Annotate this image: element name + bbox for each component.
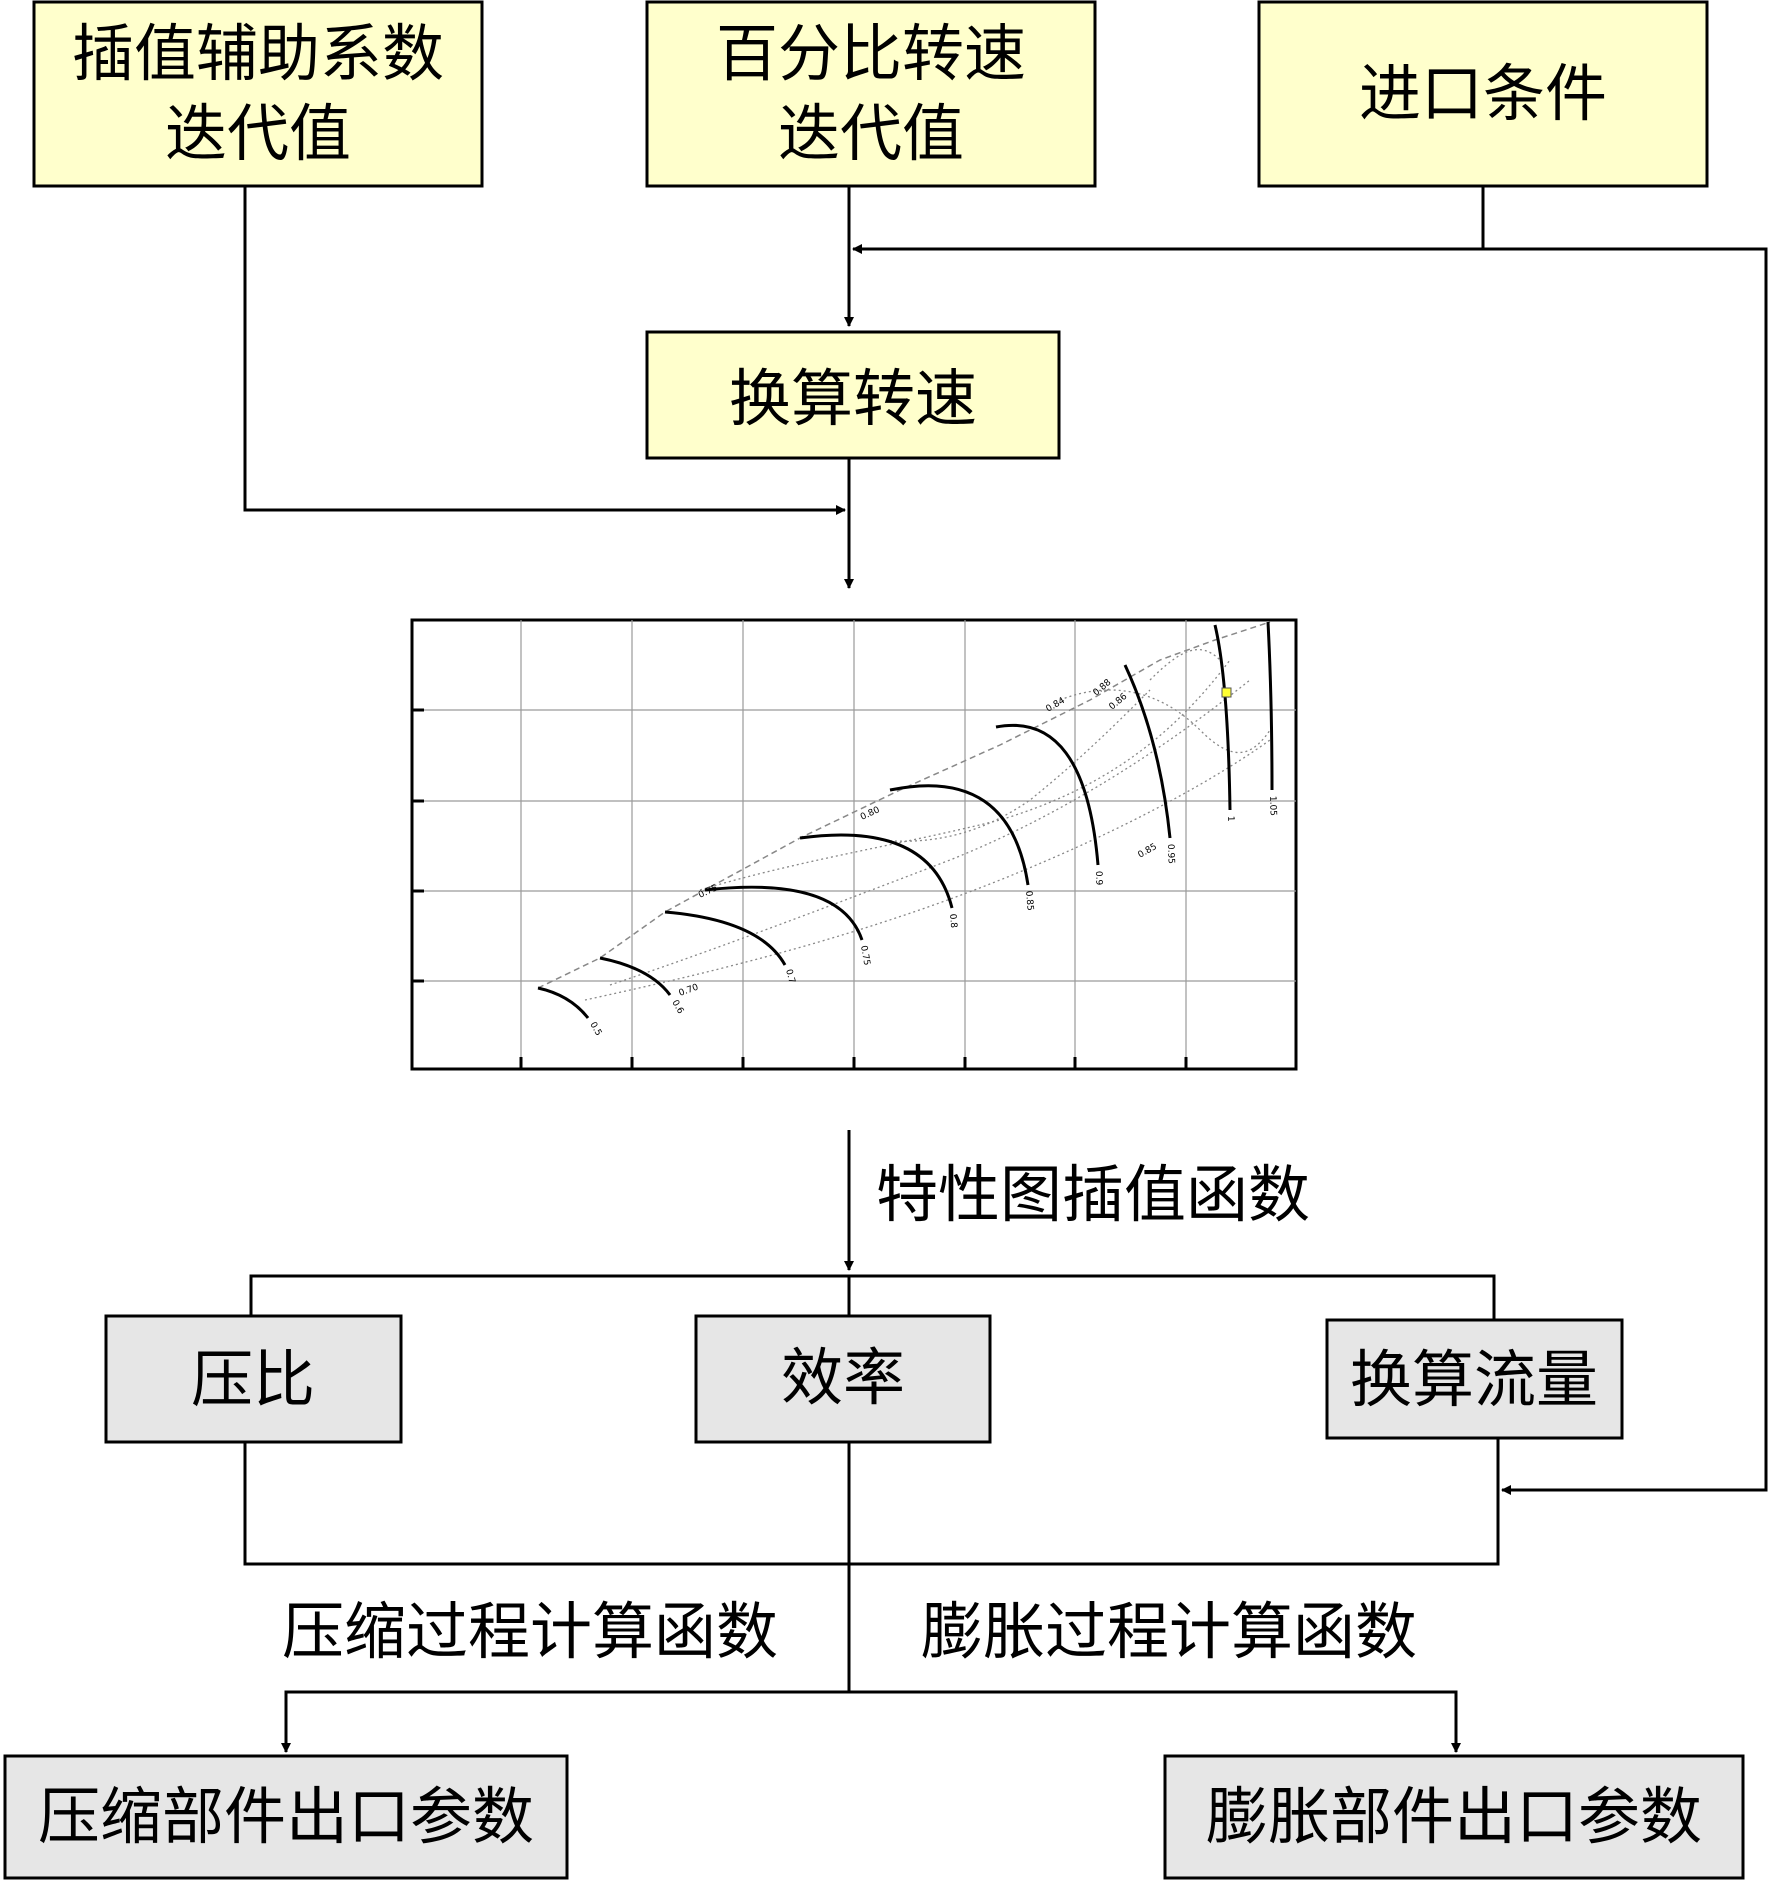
speed-label-0.8: 0.8 bbox=[947, 913, 958, 928]
corrected-flow-box: 换算流量 bbox=[1325, 1318, 1624, 1440]
efficiency-contours bbox=[584, 649, 1271, 1001]
speed-line-0.75 bbox=[704, 885, 864, 941]
middle-connectors bbox=[249, 1130, 1496, 1320]
interp-coeff-box: 插值辅助系数 迭代值 bbox=[32, 0, 484, 188]
speed-line-1 bbox=[1213, 624, 1232, 811]
speed-label-0.95: 0.95 bbox=[1165, 844, 1176, 864]
speed-line-0.95 bbox=[1123, 664, 1172, 839]
speed-label-0.7: 0.7 bbox=[783, 968, 796, 984]
speed-line-0.6 bbox=[599, 956, 672, 996]
expansion-calc-function-label: 膨胀过程计算函数 bbox=[921, 1595, 1417, 1668]
map-interp-function-label: 特性图插值函数 bbox=[876, 1158, 1310, 1231]
surge-line bbox=[537, 621, 1271, 989]
eff-contour-4 bbox=[879, 689, 1151, 842]
chart-ticks bbox=[412, 708, 1188, 1069]
speed-line-1.05 bbox=[1266, 621, 1274, 791]
speed-line-0.9 bbox=[995, 723, 1100, 866]
speed-line-0.7 bbox=[664, 910, 787, 966]
compression-output-box: 压缩部件出口参数 bbox=[3, 1754, 569, 1880]
speed-label-0.85: 0.85 bbox=[1023, 890, 1035, 911]
eff-contour-2 bbox=[609, 679, 1251, 986]
speed-lines bbox=[537, 621, 1274, 1019]
bottom-connectors bbox=[243, 1438, 1500, 1753]
speed-line-0.85 bbox=[889, 784, 1030, 886]
efficiency-box: 效率 bbox=[694, 1314, 992, 1444]
speed-pct-line2: 迭代值 bbox=[778, 97, 964, 170]
speed-pct-box: 百分比转速 迭代值 bbox=[645, 0, 1097, 188]
speed-line-0.8 bbox=[799, 833, 954, 909]
operating-point-marker bbox=[1221, 687, 1232, 698]
top-connectors bbox=[243, 186, 1768, 1495]
speed-label-0.75: 0.75 bbox=[858, 945, 871, 966]
expansion-output-label: 膨胀部件出口参数 bbox=[1206, 1780, 1702, 1853]
speed-label-1: 1 bbox=[1225, 816, 1235, 822]
efficiency-label: 效率 bbox=[781, 1341, 905, 1414]
chart-grid bbox=[412, 620, 1296, 1069]
interp-coeff-line2: 迭代值 bbox=[165, 97, 351, 170]
compression-output-label: 压缩部件出口参数 bbox=[38, 1780, 534, 1853]
corrected-speed-label: 换算转速 bbox=[729, 362, 977, 435]
inlet-conditions-label: 进口条件 bbox=[1359, 57, 1607, 130]
speed-label-0.9: 0.9 bbox=[1093, 871, 1104, 886]
eff-contour-5 bbox=[1059, 689, 1271, 754]
compression-calc-function-label: 压缩过程计算函数 bbox=[282, 1595, 778, 1668]
corrected-speed-box: 换算转速 bbox=[645, 330, 1061, 460]
compressor-map-chart: 0.5 0.6 0.7 0.75 0.8 0.85 0.9 0.95 1 1.0… bbox=[410, 618, 1298, 1071]
pressure-ratio-label: 压比 bbox=[191, 1343, 315, 1416]
speed-label-1.05: 1.05 bbox=[1267, 796, 1278, 816]
corrected-flow-label: 换算流量 bbox=[1350, 1343, 1598, 1416]
expansion-output-box: 膨胀部件出口参数 bbox=[1163, 1754, 1745, 1880]
eff-contour-6 bbox=[1149, 649, 1221, 681]
speed-line-labels: 0.5 0.6 0.7 0.75 0.8 0.85 0.9 0.95 1 1.0… bbox=[587, 796, 1277, 1038]
inlet-conditions-box: 进口条件 bbox=[1257, 0, 1709, 188]
speed-line-0.5 bbox=[537, 986, 590, 1019]
eff-contour-1 bbox=[584, 739, 1271, 1001]
pressure-ratio-box: 压比 bbox=[104, 1314, 403, 1444]
interp-coeff-line1: 插值辅助系数 bbox=[72, 17, 444, 90]
speed-pct-line1: 百分比转速 bbox=[716, 17, 1026, 90]
